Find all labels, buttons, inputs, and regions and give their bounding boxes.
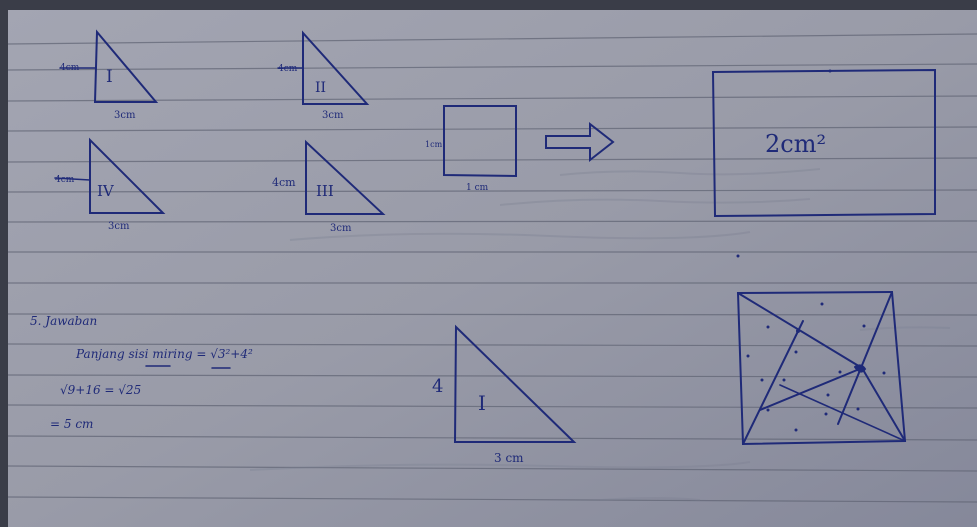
unit-square bbox=[443, 105, 517, 178]
bottom-triangle-base: 3 cm bbox=[494, 451, 524, 465]
answer-strokes bbox=[145, 365, 231, 369]
triangle-2 bbox=[277, 30, 370, 105]
arrow-right-icon bbox=[545, 121, 615, 163]
answer-line-2: √9+16 = √25 bbox=[60, 383, 141, 397]
triangle-4 bbox=[54, 137, 166, 214]
show-through-scribbles bbox=[249, 168, 951, 501]
big-rectangle bbox=[711, 68, 936, 218]
triangle-2-side: 4cm bbox=[278, 64, 298, 74]
triangle-2-roman: II bbox=[315, 80, 326, 96]
triangle-4-side: 4cm bbox=[55, 175, 75, 185]
bottom-triangle-side: 4 bbox=[432, 376, 443, 397]
bottom-triangle bbox=[453, 324, 577, 443]
paper-sheet bbox=[8, 10, 977, 527]
triangle-1-roman: I bbox=[106, 67, 113, 87]
triangle-1 bbox=[59, 29, 159, 103]
bottom-triangle-roman: I bbox=[478, 391, 486, 415]
dissection-marks bbox=[736, 69, 886, 432]
triangle-4-roman: IV bbox=[97, 182, 115, 200]
answer-line-3: = 5 cm bbox=[50, 417, 93, 431]
triangle-4-base: 3cm bbox=[108, 221, 130, 232]
answer-line-1: Panjang sisi miring = √3²+4² bbox=[75, 347, 253, 361]
square-base: 1 cm bbox=[466, 183, 489, 193]
big-rect-label: 2cm² bbox=[765, 130, 826, 158]
triangle-1-base: 3cm bbox=[114, 110, 136, 121]
triangle-2-base: 3cm bbox=[322, 110, 344, 121]
triangle-3 bbox=[305, 139, 386, 215]
triangle-1-side: 4cm bbox=[60, 63, 80, 73]
dissection-rectangle bbox=[736, 290, 907, 446]
answer-heading: 5. Jawaban bbox=[30, 314, 97, 328]
square-side: 1cm bbox=[425, 140, 443, 149]
triangle-3-side: 4cm bbox=[272, 176, 296, 189]
ruled-lines bbox=[7, 33, 977, 503]
triangle-3-roman: III bbox=[316, 182, 334, 200]
triangle-3-base: 3cm bbox=[330, 223, 352, 234]
